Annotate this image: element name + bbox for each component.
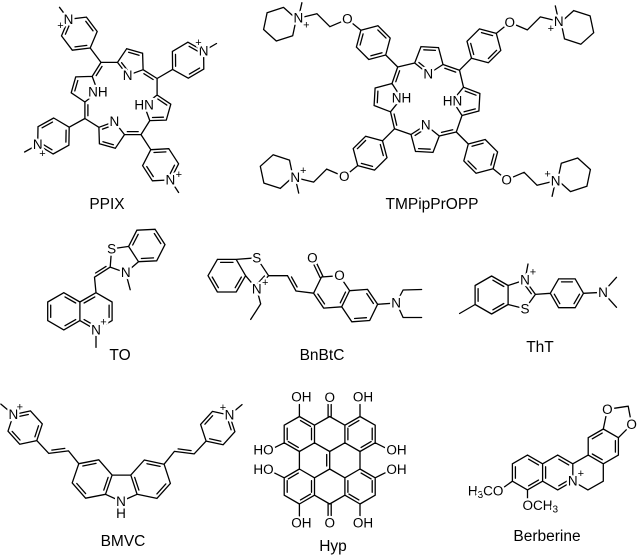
- svg-text:+: +: [57, 20, 63, 32]
- svg-text:OH: OH: [353, 390, 373, 405]
- svg-text:+: +: [39, 148, 45, 160]
- svg-text:TMPipPrOPP: TMPipPrOPP: [385, 196, 478, 213]
- svg-text:+: +: [530, 267, 536, 279]
- svg-text:H: H: [116, 506, 126, 521]
- svg-text:N: N: [64, 12, 74, 27]
- svg-text:+: +: [544, 168, 550, 180]
- svg-text:OH: OH: [386, 443, 406, 458]
- svg-text:+: +: [176, 169, 182, 181]
- svg-text:NH: NH: [392, 91, 412, 106]
- svg-text:+: +: [548, 23, 554, 35]
- svg-text:+: +: [578, 468, 584, 480]
- svg-text:BMVC: BMVC: [101, 533, 146, 550]
- svg-text:TO: TO: [109, 347, 130, 364]
- svg-text:OH: OH: [291, 390, 311, 405]
- svg-text:N: N: [166, 172, 176, 187]
- svg-text:+: +: [17, 402, 23, 414]
- svg-text:ThT: ThT: [526, 339, 554, 356]
- svg-text:N: N: [225, 408, 235, 423]
- svg-text:+: +: [300, 165, 306, 177]
- svg-text:O: O: [339, 169, 350, 184]
- svg-text:N: N: [421, 118, 431, 133]
- svg-text:HO: HO: [253, 443, 273, 458]
- svg-text:OH: OH: [291, 516, 311, 531]
- svg-text:HN: HN: [134, 98, 154, 113]
- svg-text:N: N: [290, 170, 300, 185]
- svg-text:+: +: [195, 37, 201, 49]
- svg-text:N: N: [520, 273, 530, 288]
- svg-text:N: N: [91, 322, 101, 337]
- svg-text:N: N: [568, 474, 578, 489]
- svg-text:O: O: [501, 172, 512, 187]
- svg-text:N: N: [423, 67, 433, 82]
- svg-text:N: N: [121, 265, 131, 280]
- svg-text:Hyp: Hyp: [319, 538, 347, 555]
- svg-text:S: S: [107, 241, 116, 256]
- svg-text:OH: OH: [386, 462, 406, 477]
- svg-text:N: N: [9, 407, 19, 422]
- svg-text:Berberine: Berberine: [513, 528, 580, 545]
- svg-text:N: N: [551, 173, 561, 188]
- svg-text:O: O: [307, 251, 318, 266]
- svg-text:+: +: [100, 316, 106, 328]
- svg-text:OCH3: OCH3: [523, 498, 559, 516]
- svg-text:N: N: [294, 11, 304, 26]
- svg-text:N: N: [554, 14, 564, 29]
- svg-text:HO: HO: [253, 462, 273, 477]
- svg-text:O: O: [324, 516, 335, 531]
- svg-text:+: +: [303, 20, 309, 32]
- svg-text:PPIX: PPIX: [89, 196, 125, 213]
- svg-text:N: N: [391, 296, 401, 311]
- svg-text:+: +: [262, 277, 268, 289]
- svg-text:N: N: [252, 281, 262, 296]
- svg-text:O: O: [505, 15, 516, 30]
- svg-text:BnBtC: BnBtC: [300, 347, 345, 364]
- svg-text:O: O: [602, 402, 613, 417]
- svg-text:S: S: [520, 301, 529, 316]
- svg-text:N: N: [598, 285, 608, 300]
- svg-text:O: O: [626, 417, 637, 432]
- svg-text:S: S: [252, 250, 261, 265]
- svg-text:O: O: [324, 390, 335, 405]
- svg-text:OH: OH: [353, 516, 373, 531]
- svg-text:H3CO: H3CO: [468, 484, 504, 502]
- svg-text:N: N: [123, 68, 133, 83]
- svg-text:O: O: [342, 12, 353, 27]
- svg-text:N: N: [110, 114, 120, 129]
- svg-text:N: N: [116, 494, 126, 509]
- svg-text:+: +: [220, 402, 226, 414]
- svg-text:NH: NH: [88, 84, 108, 99]
- svg-text:HN: HN: [443, 93, 463, 108]
- svg-text:O: O: [334, 268, 345, 283]
